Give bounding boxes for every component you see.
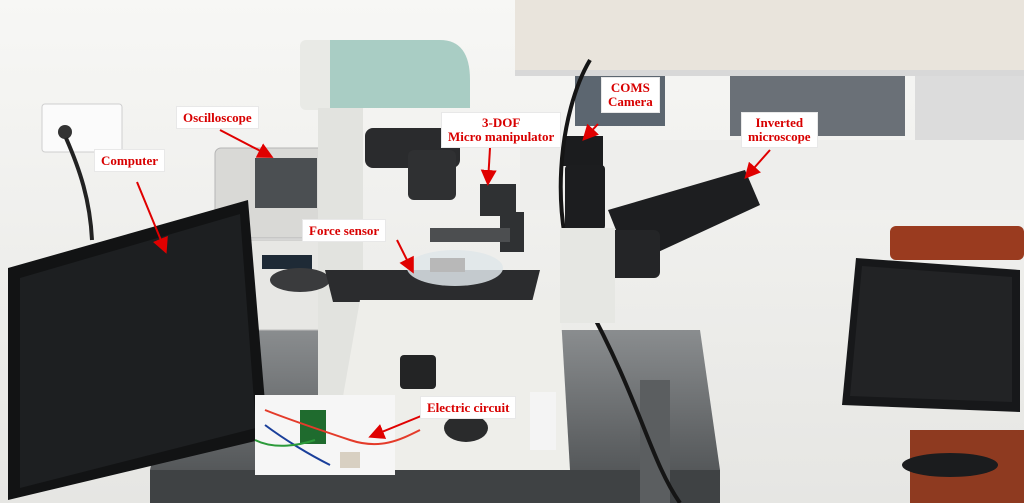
arrow-inverted-microscope: [744, 149, 771, 179]
label-3dof-line1: 3-DOF: [482, 115, 521, 130]
label-computer: Computer: [94, 149, 166, 172]
chair: [890, 226, 1024, 260]
coms-camera: [563, 136, 603, 166]
arrow-oscilloscope: [219, 129, 274, 158]
arrow-coms-camera: [582, 123, 600, 141]
arrow-computer: [136, 181, 168, 254]
label-inverted-line1: Inverted: [755, 115, 804, 130]
label-electric-circuit: Electric circuit: [420, 396, 517, 419]
arrow-micro-manipulator: [480, 147, 497, 186]
arrow-electric-circuit: [368, 413, 427, 439]
label-coms-line2: Camera: [608, 94, 653, 109]
label-inverted-line2: microscope: [748, 129, 811, 144]
label-oscilloscope: Oscilloscope: [176, 106, 259, 129]
label-3dof-line2: Micro manipulator: [448, 129, 555, 144]
label-3dof-micro-manipulator: 3-DOF Micro manipulator: [441, 112, 562, 148]
micro-manipulator: [480, 184, 516, 216]
label-coms-line1: COMS: [610, 80, 650, 95]
arrow-force-sensor: [396, 239, 414, 274]
wall-outlet: [41, 103, 123, 153]
label-inverted-microscope: Inverted microscope: [741, 112, 818, 148]
label-coms-camera: COMS Camera: [601, 77, 660, 113]
label-force-sensor: Force sensor: [302, 219, 387, 242]
curtain: [515, 0, 1024, 70]
microscope-head: [330, 40, 470, 108]
